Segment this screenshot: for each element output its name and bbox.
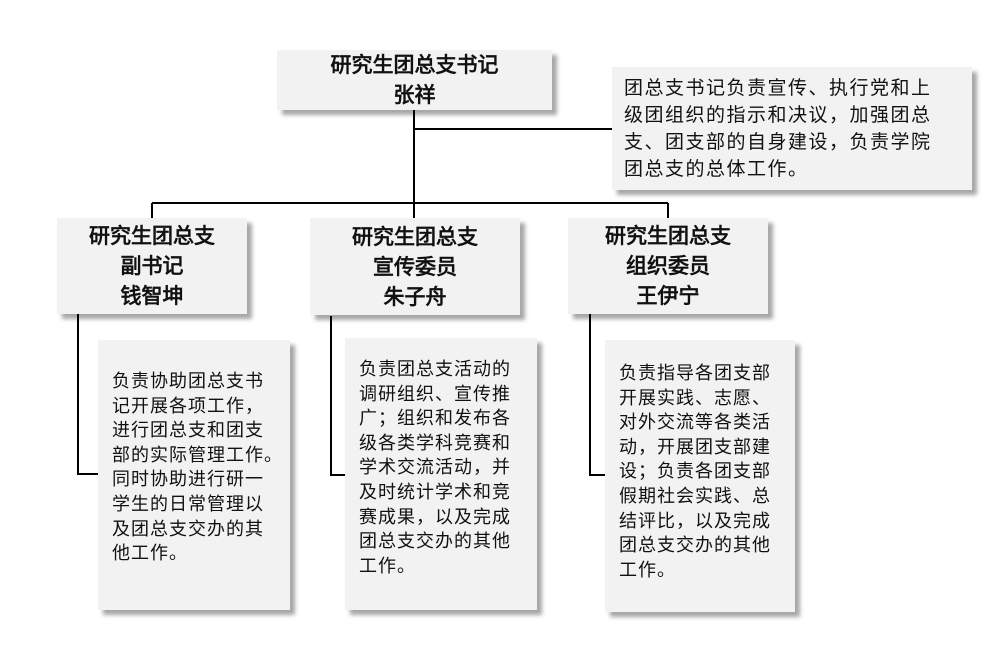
publicity-member-description: 负责团总支活动的 调研组织、宣传推 广；组织和发布各 级各类学科竞赛和 学术交流… [345, 338, 537, 610]
root-description-line: 团总支书记负责宣传、执行党和上 [624, 77, 932, 99]
description-line: 团总支交办的其他 [619, 535, 771, 557]
node-role: 宣传委员 [373, 253, 457, 279]
deputy-secretary-description: 负责协助团总支书 记开展各项工作， 进行团总支和团支 部的实际管理工作。 同时协… [98, 340, 290, 610]
node-role: 组织委员 [626, 253, 710, 278]
description-line: 及时统计学术和竞 [359, 481, 511, 503]
description-line: 及团总支交办的其 [112, 518, 264, 540]
description-line: 他工作。 [112, 543, 188, 565]
description-line: 对外交流等各类活 [619, 412, 771, 434]
node-role: 副书记 [120, 253, 184, 278]
organization-member-node: 研究生团总支 组织委员 王伊宁 [568, 218, 768, 314]
root-title: 研究生团总支书记 [330, 52, 499, 77]
organization-member-description: 负责指导各团支部 开展实践、志愿、 对外交流等各类活 动，开展团支部建 设；负责… [605, 340, 795, 612]
description-line: 进行团总支和团支 [112, 420, 264, 442]
description-line: 同时协助进行研一 [112, 469, 264, 491]
node-name: 钱智坤 [120, 283, 184, 308]
description-line: 记开展各项工作， [112, 395, 264, 417]
deputy-secretary-node: 研究生团总支 副书记 钱智坤 [57, 218, 247, 314]
description-line: 工作。 [359, 555, 416, 577]
description-line: 学术交流活动，并 [359, 457, 511, 479]
node-name: 朱子舟 [383, 283, 447, 309]
right-description-connector [589, 313, 612, 476]
node-title: 研究生团总支 [605, 223, 731, 248]
description-line: 级各类学科竞赛和 [359, 432, 511, 454]
description-line: 团总支交办的其他 [359, 531, 511, 553]
root-name: 张祥 [393, 82, 436, 107]
root-description-line: 支、团支部的自身建设，负责学院 [624, 131, 932, 153]
root-description: 团总支书记负责宣传、执行党和上 级团组织的指示和决议，加强团总 支、团支部的自身… [612, 67, 972, 190]
description-line: 调研组织、宣传推 [359, 383, 511, 405]
description-line: 假期社会实践、总 [619, 485, 771, 507]
node-name: 王伊宁 [636, 283, 700, 308]
root-description-line: 级团组织的指示和决议，加强团总 [624, 104, 932, 126]
left-description-connector [77, 313, 104, 475]
node-title: 研究生团总支 [89, 223, 215, 248]
description-line: 工作。 [619, 559, 676, 581]
root-node: 研究生团总支书记 张祥 [277, 50, 552, 110]
description-line: 设；负责各团支部 [619, 461, 771, 483]
description-line: 负责指导各团支部 [619, 363, 771, 384]
description-line: 赛成果，以及完成 [359, 506, 511, 528]
description-line: 结评比，以及完成 [619, 510, 771, 532]
description-line: 动，开展团支部建 [619, 436, 771, 458]
description-line: 学生的日常管理以 [112, 493, 264, 515]
description-line: 开展实践、志愿、 [619, 387, 771, 409]
description-line: 广；组织和发布各 [359, 408, 511, 430]
root-description-line: 团总支的总体工作。 [624, 158, 809, 180]
description-line: 负责团总支活动的 [359, 359, 511, 380]
description-line: 部的实际管理工作。 [112, 444, 283, 466]
description-line: 负责协助团总支书 [112, 371, 264, 392]
node-title: 研究生团总支 [352, 223, 478, 249]
publicity-member-node: 研究生团总支 宣传委员 朱子舟 [310, 218, 520, 315]
